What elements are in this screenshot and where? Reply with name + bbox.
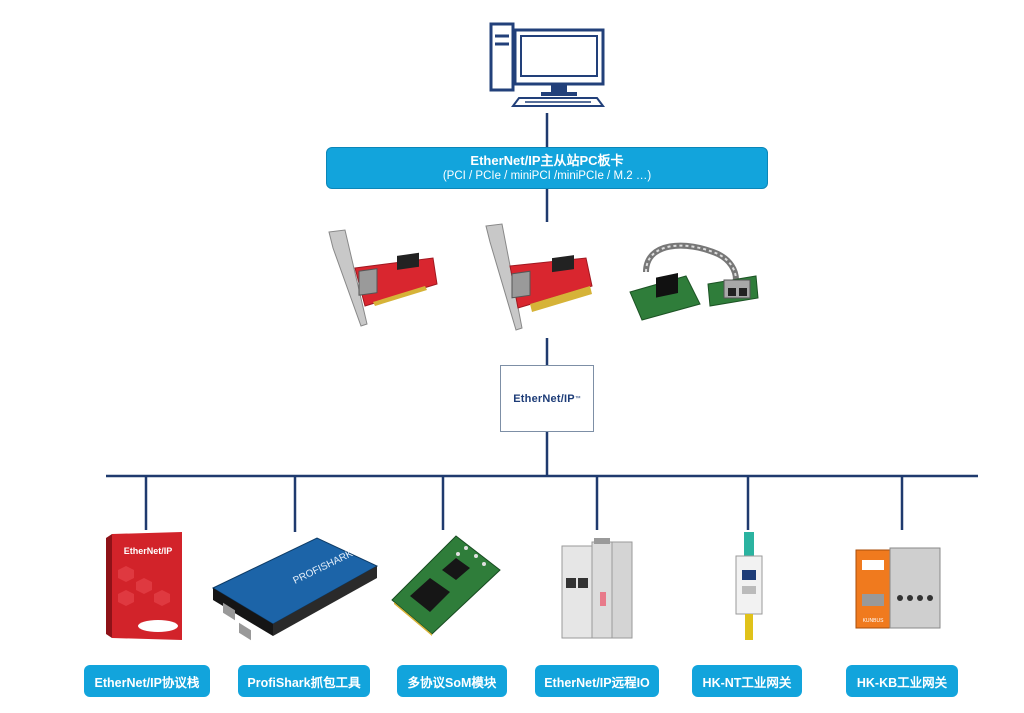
master-card-title: EtherNet/IP主从站PC板卡 xyxy=(470,153,624,168)
label-hk-kb-gateway: HK-KB工业网关 xyxy=(846,665,958,697)
minipcie-card-image xyxy=(629,242,759,321)
som-module-image xyxy=(391,535,501,636)
kunbus-gateway-image: KUNBUS xyxy=(855,547,941,629)
master-card-subtitle: (PCI / PCIe / miniPCI /miniPCIe / M.2 …) xyxy=(442,170,652,182)
label-remote-io: EtherNet/IP远程IO xyxy=(535,665,659,697)
remote-io-image xyxy=(561,538,633,639)
network-tap-image: PROFISHARK xyxy=(211,537,379,641)
label-ethernet-ip-stack: EtherNet/IP协议栈 xyxy=(84,665,210,697)
gateway-image xyxy=(735,532,763,640)
ethernet-ip-trademark: ™ xyxy=(574,395,581,402)
master-card-banner: EtherNet/IP主从站PC板卡 (PCI / PCIe / miniPCI… xyxy=(326,147,768,189)
software-box-brand: EtherNet/IP xyxy=(124,546,173,556)
label-profishark: ProfiShark抓包工具 xyxy=(238,665,370,697)
label-som-module: 多协议SoM模块 xyxy=(397,665,507,697)
software-box-image: EtherNet/IP xyxy=(106,532,182,640)
ethernet-ip-logo-text: EtherNet/IP xyxy=(513,392,575,405)
pcie-card-image xyxy=(485,223,593,331)
kunbus-brand: KUNBUS xyxy=(863,618,885,624)
label-hk-nt-gateway: HK-NT工业网关 xyxy=(692,665,802,697)
pci-card-image xyxy=(328,229,438,327)
computer-icon xyxy=(489,22,605,107)
